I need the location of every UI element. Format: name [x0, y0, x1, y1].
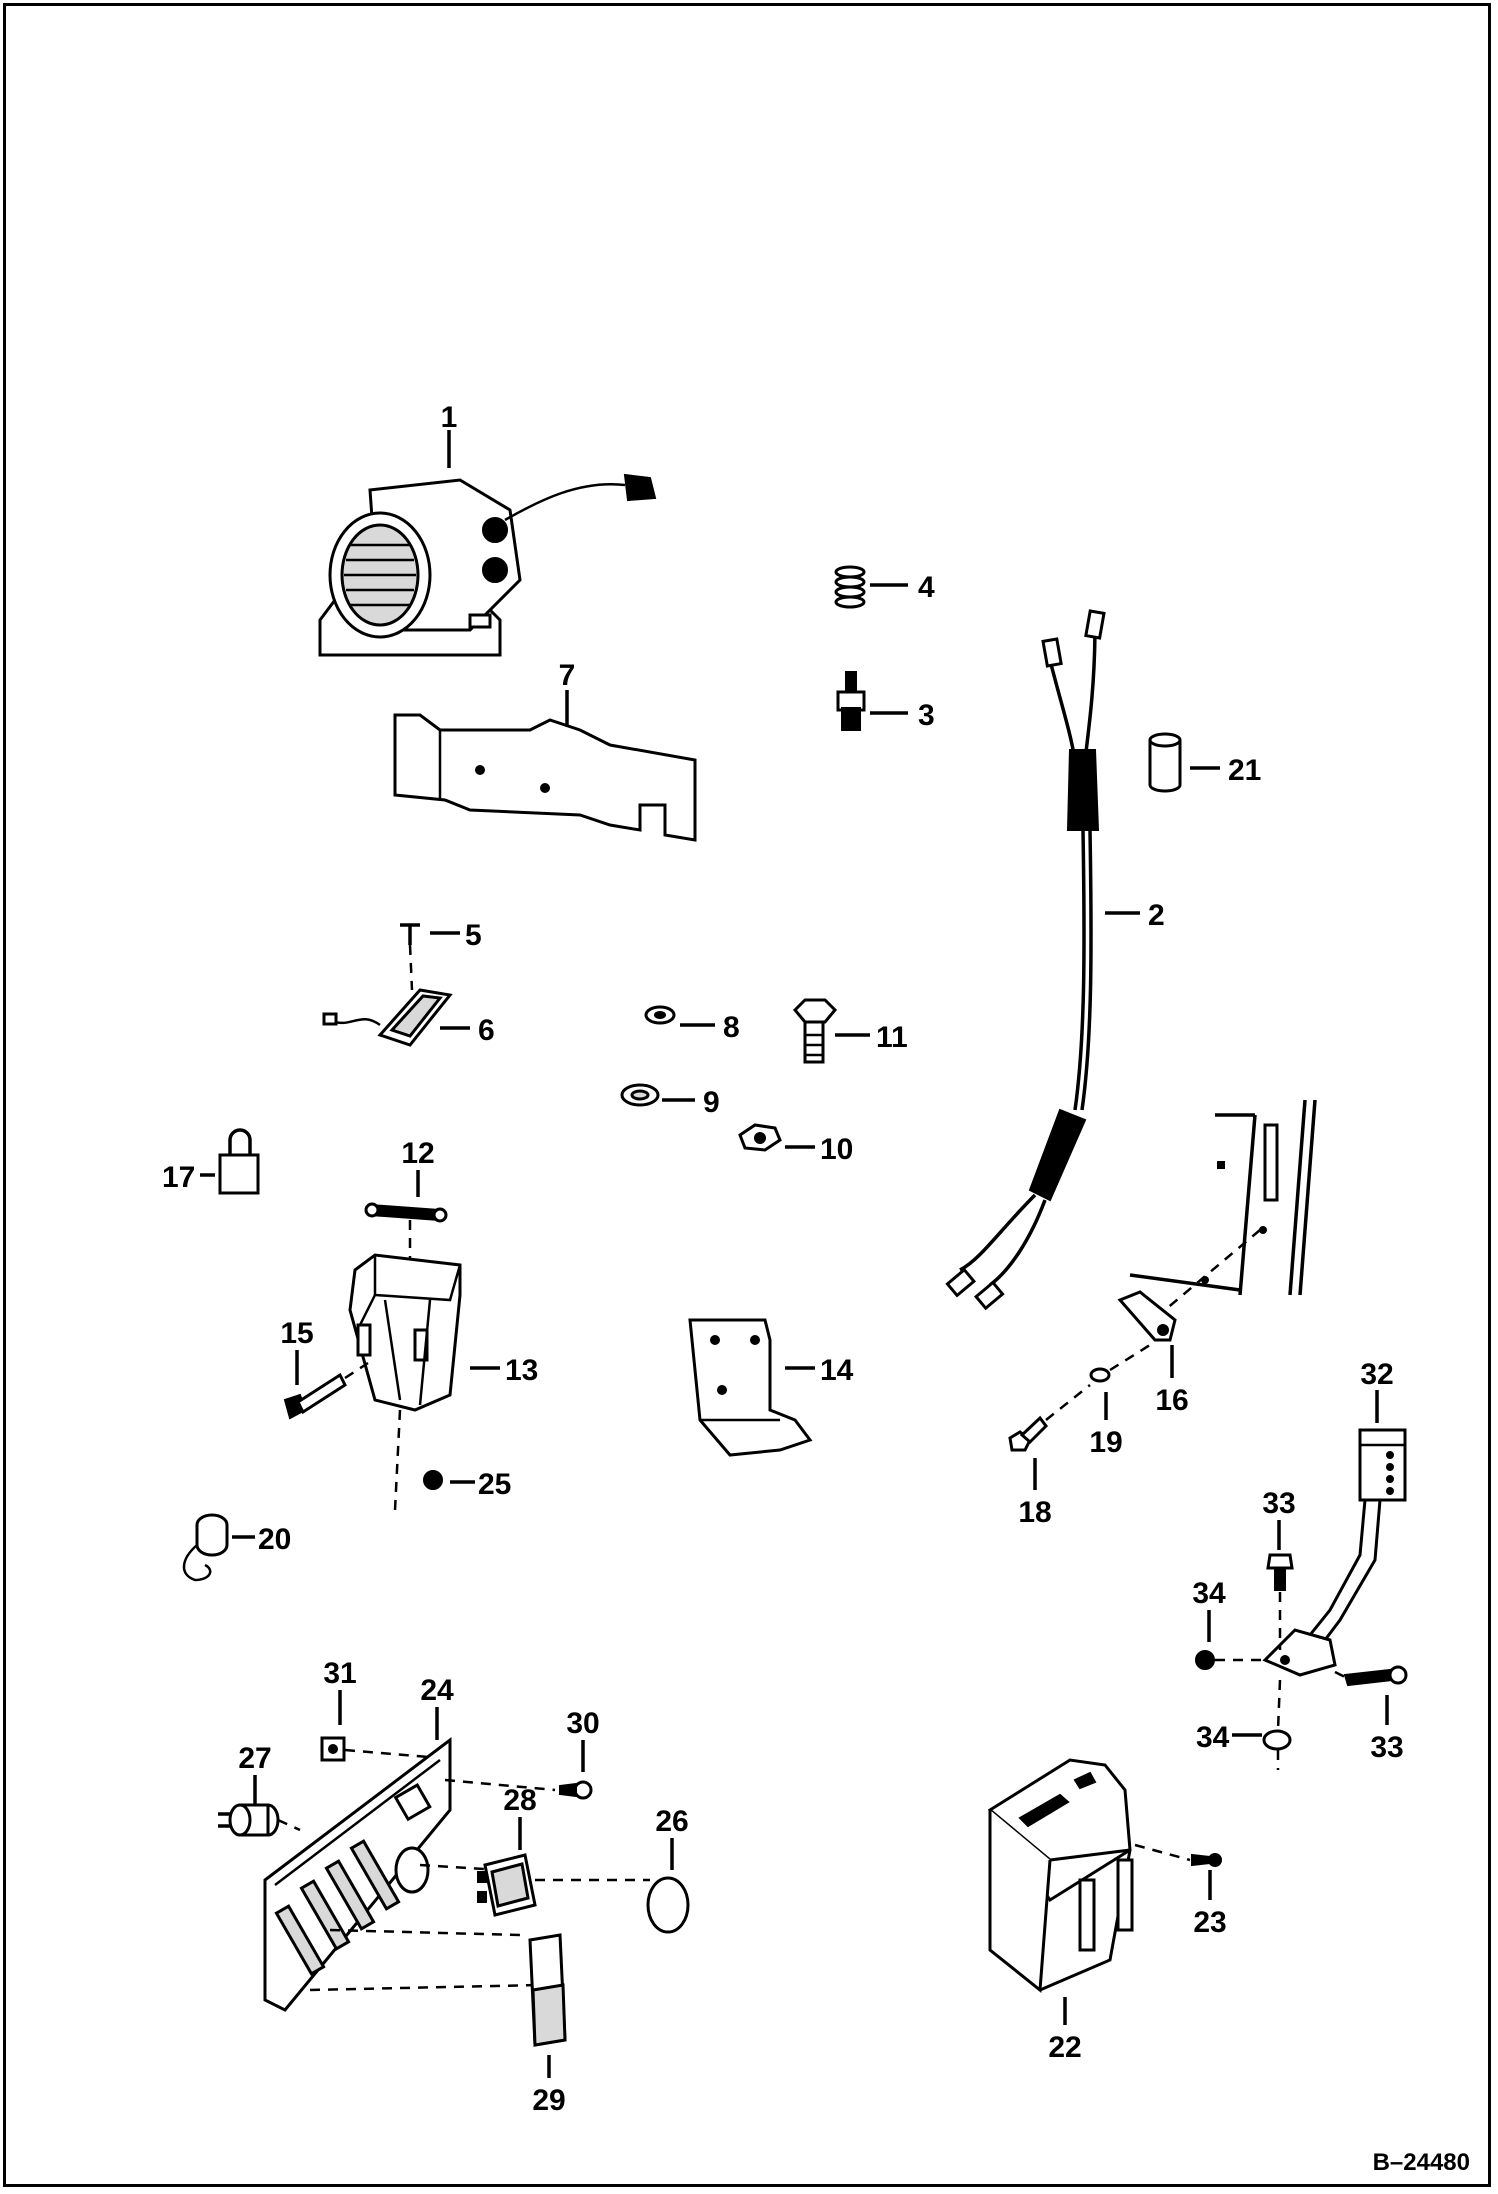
part-21-sleeve	[1148, 732, 1182, 793]
callout-24: 24	[420, 1674, 454, 1707]
part-2-wire-harness	[945, 609, 1106, 1311]
callout-15: 15	[280, 1317, 313, 1350]
callout-7: 7	[559, 659, 576, 692]
part-13-bracket	[348, 1253, 462, 1511]
callout-20: 20	[258, 1523, 291, 1556]
part-25-nut	[423, 1470, 443, 1490]
figure-reference-code: B–24480	[1373, 2149, 1470, 2176]
part-9-washer	[620, 1083, 660, 1107]
callout-29: 29	[532, 2084, 565, 2117]
callout-23: 23	[1193, 1906, 1226, 1939]
callout-26: 26	[655, 1805, 688, 1838]
callout-28: 28	[503, 1784, 536, 1817]
part-34-nut-upper	[1195, 1650, 1265, 1670]
callout-32: 32	[1360, 1358, 1393, 1391]
part-23-screw	[1134, 1843, 1222, 1867]
callout-27: 27	[238, 1742, 271, 1775]
diagram-frame	[3, 3, 1491, 2187]
callout-18: 18	[1018, 1496, 1051, 1529]
callout-5: 5	[465, 919, 482, 952]
part-14-bracket	[688, 1318, 813, 1457]
part-24-panel	[263, 1736, 541, 2012]
part-10-nut	[738, 1123, 782, 1152]
part-16-latch	[1117, 1290, 1177, 1342]
part-20-cap	[182, 1513, 229, 1582]
part-28-rocker-switch	[477, 1853, 650, 1917]
part-33-bolt-lower	[1334, 1665, 1408, 1687]
callout-10: 10	[820, 1133, 853, 1166]
callout-19: 19	[1089, 1426, 1122, 1459]
callout-34-lower: 34	[1196, 1721, 1230, 1754]
part-26-plug	[646, 1876, 690, 1934]
callout-12: 12	[401, 1137, 434, 1170]
callout-14: 14	[820, 1354, 854, 1387]
part-18-bolt	[1008, 1384, 1091, 1452]
part-31-clip	[320, 1736, 441, 1762]
mounting-frame	[1129, 1099, 1317, 1311]
part-22-fuse-box	[987, 1758, 1134, 1993]
part-3-switch	[836, 671, 866, 731]
callout-2: 2	[1148, 899, 1165, 932]
callout-3: 3	[918, 699, 935, 732]
part-11-bolt	[792, 998, 838, 1064]
callout-6: 6	[478, 1014, 495, 1047]
part-1-backup-alarm	[318, 473, 657, 657]
part-8-washer	[644, 1005, 676, 1025]
part-32-pedal	[1262, 1428, 1407, 1677]
callout-33-lower: 33	[1370, 1731, 1403, 1764]
part-27-connector	[218, 1803, 301, 1837]
callout-30: 30	[566, 1707, 599, 1740]
callout-16: 16	[1155, 1384, 1188, 1417]
callout-17: 17	[162, 1161, 195, 1194]
callout-34-upper: 34	[1192, 1577, 1226, 1610]
part-17-padlock	[218, 1128, 260, 1195]
callout-21: 21	[1228, 754, 1261, 787]
callout-8: 8	[723, 1011, 740, 1044]
part-19-spacer	[1089, 1343, 1151, 1383]
part-34-nut-lower	[1262, 1679, 1292, 1770]
callout-13: 13	[505, 1354, 538, 1387]
part-29-lens	[528, 1933, 567, 2047]
callout-25: 25	[478, 1468, 511, 1501]
callout-22: 22	[1048, 2031, 1081, 2064]
callout-4: 4	[918, 571, 935, 604]
callout-1: 1	[441, 401, 458, 434]
callout-labels: 1 4 3 7 21 2 5 6 8 11 9 10 17 12 13 14 1…	[162, 401, 1404, 2117]
callout-33-upper: 33	[1262, 1487, 1295, 1520]
part-6-switch	[322, 988, 453, 1047]
part-30-screw	[444, 1778, 593, 1800]
part-5-screw	[400, 923, 420, 991]
part-7-bracket	[393, 713, 697, 842]
callout-leaders	[200, 430, 1389, 2078]
part-33-bolt-upper	[1266, 1553, 1294, 1650]
callout-9: 9	[703, 1086, 720, 1119]
part-15-bolt	[283, 1361, 369, 1420]
callout-11: 11	[876, 1021, 908, 1054]
part-4-spring	[834, 565, 866, 609]
callout-31: 31	[323, 1657, 356, 1690]
